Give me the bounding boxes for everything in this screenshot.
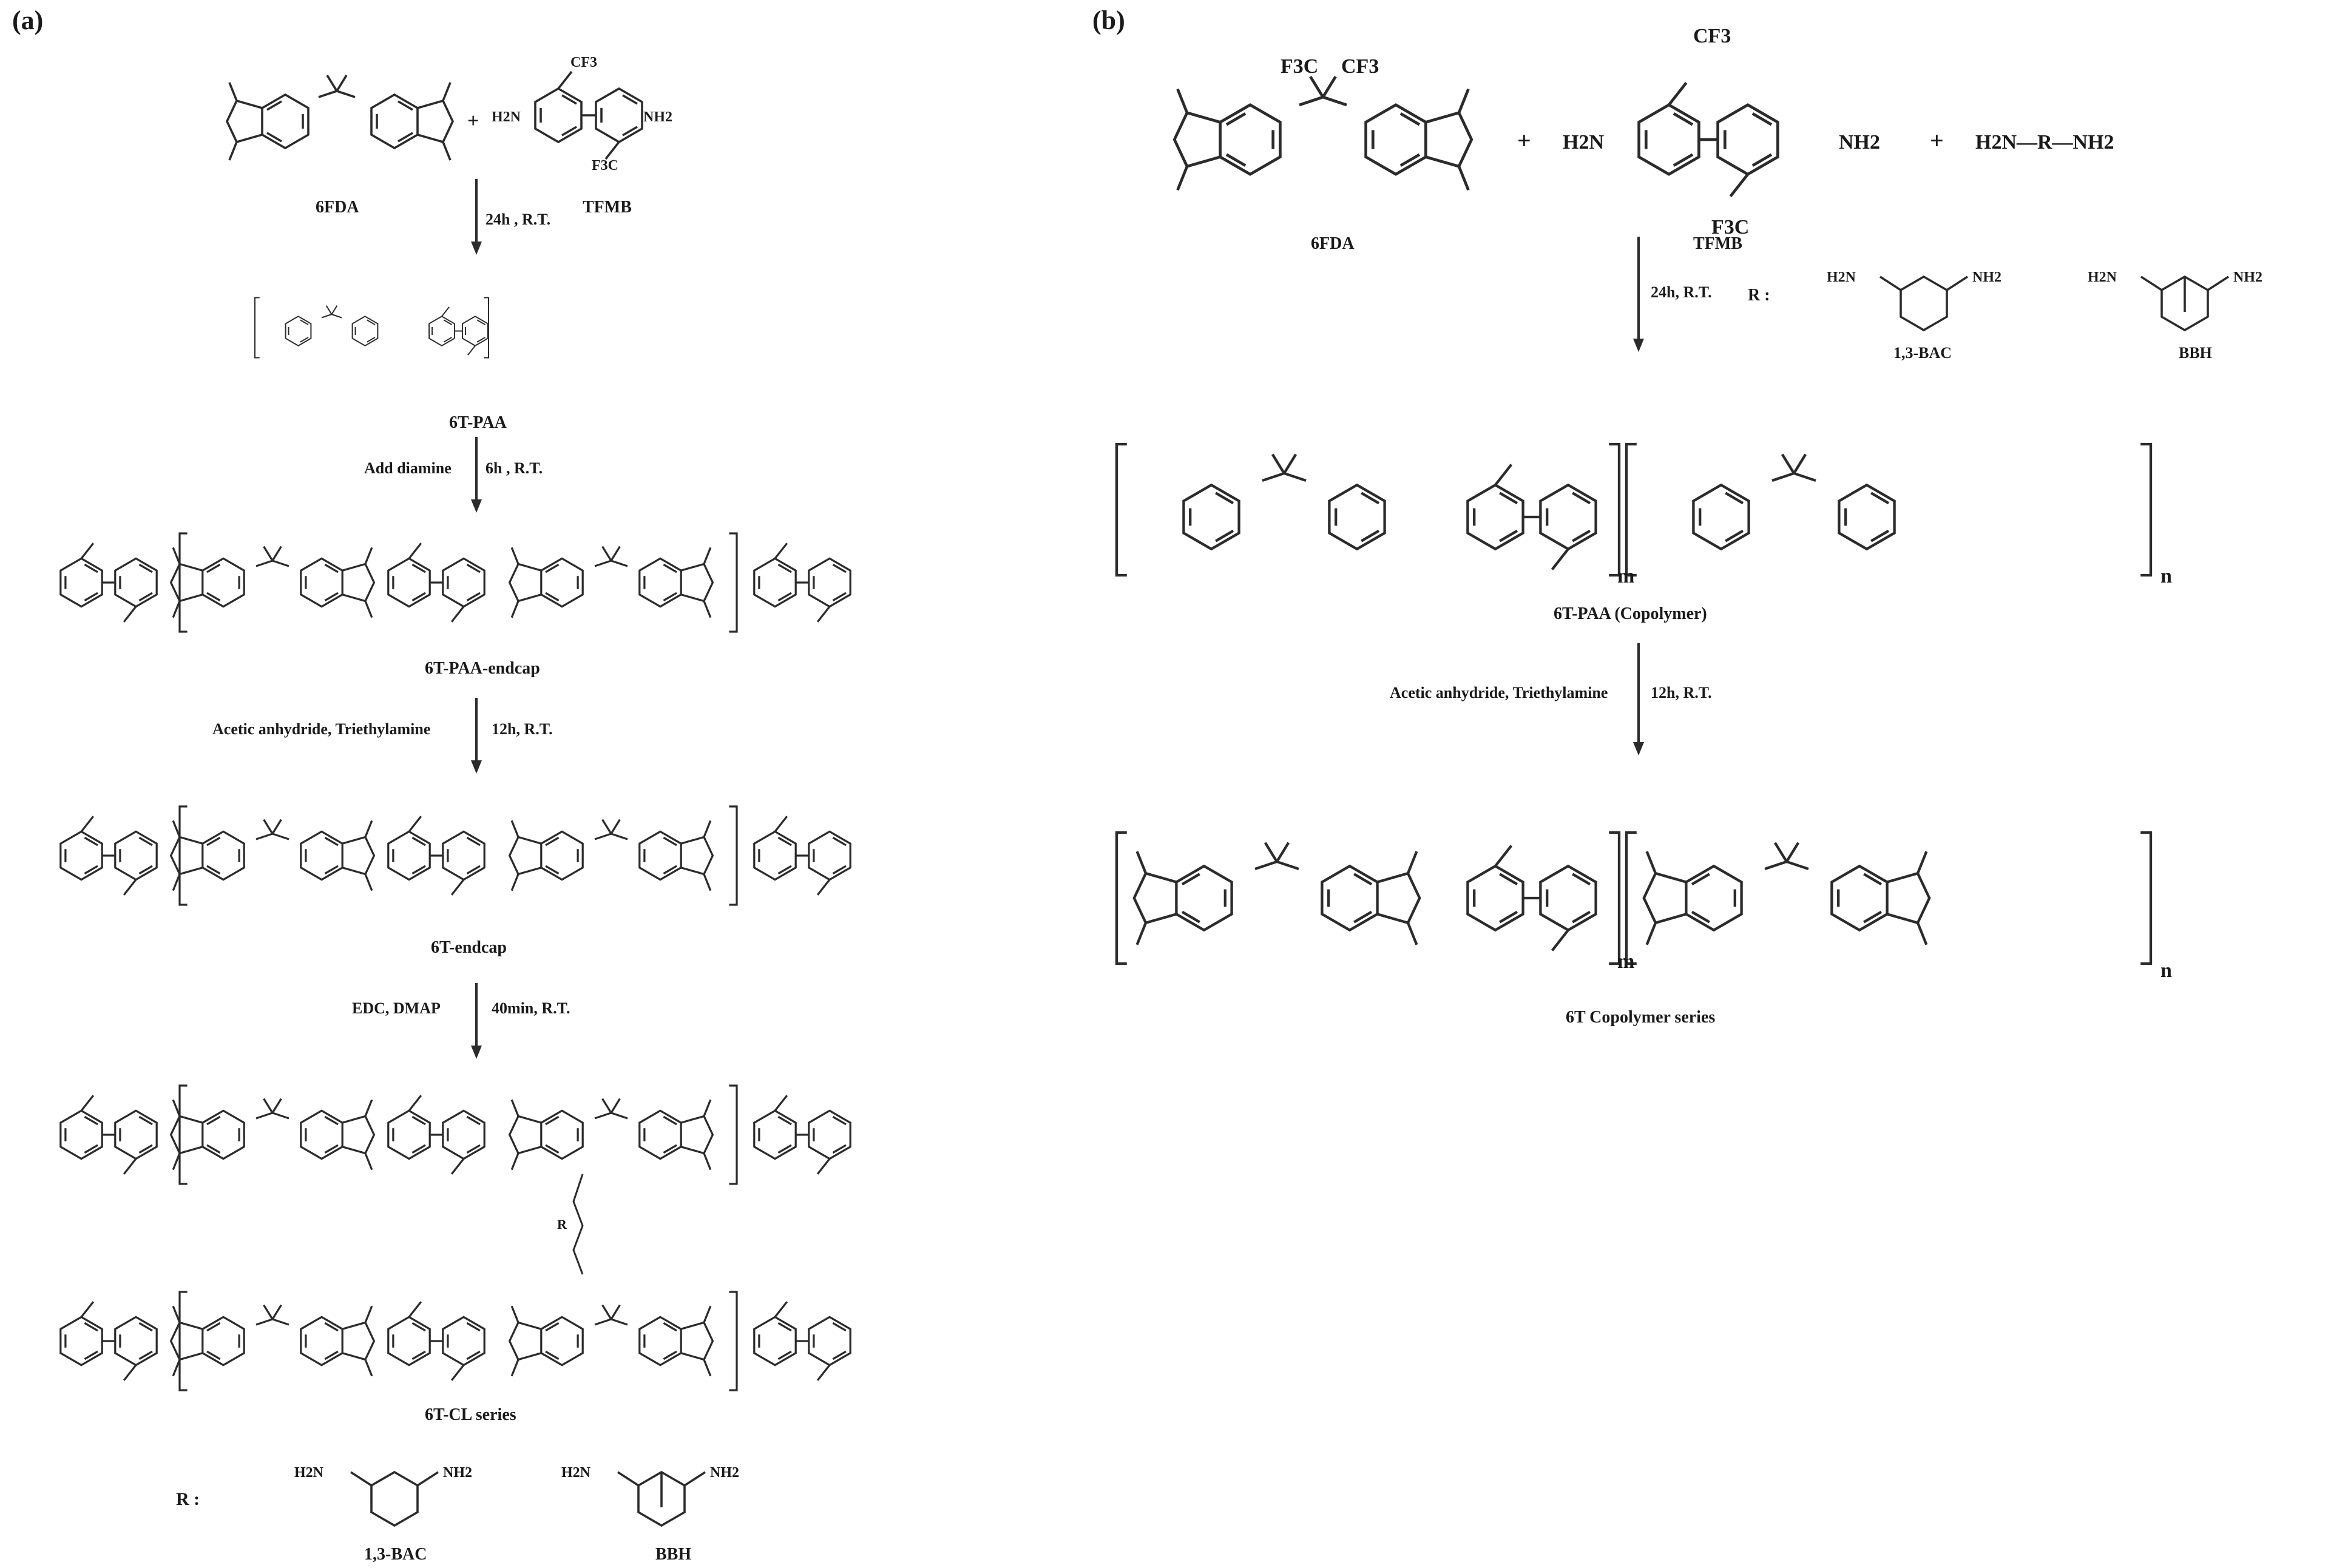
- step-1-condition-b: 24h, R.T.: [1651, 283, 1712, 301]
- 6t-paa-endcap-label: 6T-PAA-endcap: [425, 659, 540, 678]
- 6t-copolymer-structure: [1117, 833, 2151, 964]
- 6t-paa-structure: [254, 297, 489, 359]
- step-2-reagent-a: Add diamine: [364, 459, 452, 477]
- tfmb-label-b: TFMB: [1693, 234, 1742, 253]
- arrow-step-1-b: [1633, 237, 1644, 352]
- step-4-condition-a: 40min, R.T.: [492, 999, 570, 1017]
- tfmb-structure-b: [1639, 83, 1778, 196]
- step-3-condition-a: 12h, R.T.: [492, 720, 553, 738]
- 6t-cl-chain-top: [61, 1086, 850, 1184]
- r-definition-label-b: R :: [1748, 286, 1770, 305]
- f3c-label-a: F3C: [592, 158, 618, 174]
- plus-sign-a: +: [467, 110, 479, 132]
- copolymer-n-label: n: [2160, 565, 2172, 587]
- panel-b: (b) F3C CF3 + H2N NH2 CF3 F3C + H2N—R—NH…: [1092, 5, 2262, 1027]
- 6fda-structure-a: [227, 74, 453, 160]
- nh2-label-a: NH2: [643, 109, 672, 125]
- bbh-nh2-a: NH2: [710, 1465, 739, 1481]
- arrow-step-1-a: [471, 179, 482, 255]
- bbh-structure-a: H2N NH2: [561, 1465, 739, 1527]
- tfmb-structure-a: H2N NH2 CF3 F3C: [492, 55, 672, 174]
- h2n-label-a: H2N: [492, 109, 521, 125]
- 6t-paa-copolymer-structure: [1117, 444, 2151, 575]
- 6fda-cf3-b: CF3: [1341, 55, 1379, 78]
- 6fda-f3c-b: F3C: [1281, 55, 1318, 78]
- 6t-paa-label: 6T-PAA: [449, 413, 507, 432]
- arrow-step-2-a: [471, 437, 482, 513]
- tfmb-h2n-b: H2N: [1563, 131, 1604, 154]
- 6fda-structure-b: F3C CF3: [1174, 55, 1472, 190]
- bac-h2n-b: H2N: [1827, 269, 1856, 285]
- bac-structure-a: H2N NH2: [294, 1465, 472, 1527]
- plus-sign-b1: +: [1517, 127, 1531, 154]
- 6t-endcap-structure: [61, 806, 850, 905]
- step-2-condition-a: 6h , R.T.: [486, 459, 543, 477]
- step-2-reagent-b: Acetic anhydride, Triethylamine: [1390, 684, 1608, 701]
- bbh-structure-b: H2N NH2: [2088, 269, 2262, 331]
- plus-sign-b2: +: [1930, 127, 1944, 154]
- crosslink-r-label: R: [557, 1217, 567, 1232]
- step-2-condition-b: 12h, R.T.: [1651, 684, 1712, 701]
- copolymer-series-m: m: [1617, 950, 1634, 973]
- copolymer-m-label: m: [1617, 565, 1634, 587]
- panel-a-label: (a): [12, 5, 43, 35]
- panel-b-label: (b): [1092, 5, 1125, 35]
- 6t-paa-copolymer-label: 6T-PAA (Copolymer): [1554, 604, 1707, 623]
- tfmb-cf3-b: CF3: [1693, 25, 1731, 47]
- 6t-endcap-label: 6T-endcap: [431, 938, 507, 957]
- 6t-paa-endcap-structure: [61, 533, 850, 632]
- cf3-label-a: CF3: [570, 55, 597, 70]
- bbh-h2n-b: H2N: [2088, 269, 2117, 285]
- bbh-nh2-b: NH2: [2233, 269, 2262, 285]
- bac-h2n-a: H2N: [294, 1465, 324, 1481]
- step-4-reagent-a: EDC, DMAP: [352, 999, 441, 1017]
- r-definition-label-a: R :: [176, 1489, 200, 1509]
- third-diamine-b: H2N—R—NH2: [1975, 131, 2114, 154]
- 6t-cl-chain-bottom: [61, 1292, 850, 1390]
- 6fda-label-b: 6FDA: [1311, 234, 1355, 253]
- bbh-label-a: BBH: [655, 1545, 691, 1564]
- tfmb-label-a: TFMB: [583, 198, 632, 217]
- tfmb-f3c-b: F3C: [1711, 216, 1749, 238]
- panel-a: (a) + H2N NH2 CF3 F3C 6FDA TFMB 24h , R.…: [12, 5, 850, 1564]
- bbh-h2n-a: H2N: [561, 1465, 591, 1481]
- bac-structure-b: H2N NH2: [1827, 269, 2001, 331]
- 6fda-label-a: 6FDA: [316, 198, 359, 217]
- 6t-cl-series-label: 6T-CL series: [425, 1405, 516, 1424]
- tfmb-nh2-b: NH2: [1839, 131, 1880, 154]
- arrow-step-4-a: [471, 983, 482, 1059]
- 6t-copolymer-series-label: 6T Copolymer series: [1566, 1008, 1715, 1027]
- bac-label-b: 1,3-BAC: [1893, 344, 1952, 362]
- bac-nh2-a: NH2: [443, 1465, 472, 1481]
- arrow-step-3-a: [471, 698, 482, 774]
- crosslink-bridge: R: [557, 1174, 584, 1275]
- bac-nh2-b: NH2: [1972, 269, 2001, 285]
- copolymer-series-n: n: [2160, 959, 2172, 982]
- step-3-reagent-a: Acetic anhydride, Triethylamine: [212, 720, 430, 738]
- bbh-label-b: BBH: [2179, 344, 2212, 362]
- bac-label-a: 1,3-BAC: [364, 1545, 427, 1564]
- step-1-condition-a: 24h , R.T.: [486, 211, 550, 228]
- arrow-step-2-b: [1633, 643, 1644, 755]
